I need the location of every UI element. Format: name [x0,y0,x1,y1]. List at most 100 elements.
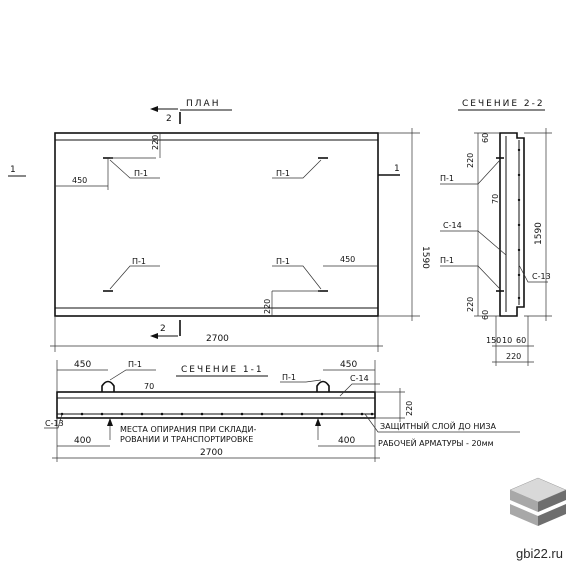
cut-2-top-arrowhead [150,106,158,112]
s11-leader-p1-left [109,369,156,381]
s22-dot [517,173,521,177]
s22-dim-220: 220 [506,352,521,361]
s11-dot [200,412,204,416]
logo-left-face [510,490,538,512]
s22-leader-p1-bottom [440,265,501,290]
s11-dot [280,412,284,416]
section-1-1: СЕЧЕНИЕ 1-1 [44,360,520,462]
s22-rebar-dots [517,148,521,300]
s11-slab [56,391,376,419]
s22-dot [517,198,521,202]
s22-dot [517,148,521,152]
s22-label-p1-top: П-1 [440,174,454,183]
s22-dim-60-bottom: 60 [481,310,490,320]
s11-leader-c14 [339,383,380,397]
watermark: gbi22.ru [516,546,563,561]
s11-label-p1-right: П-1 [282,373,296,382]
s22-dot [517,273,521,277]
s11-dot [340,412,344,416]
s22-dim-1590: 1590 [534,222,544,245]
s11-note-support: МЕСТА ОПИРАНИЯ ПРИ СКЛАДИ- [120,425,256,434]
s11-label-c14: С-14 [350,374,369,383]
s11-loop-right [316,380,330,392]
s11-dot [100,412,104,416]
s22-dim-150: 150 [486,336,501,345]
dim-plan-1590: 1590 [420,246,430,269]
s11-support-right-arrow [315,418,321,426]
s22-dot [517,223,521,227]
section-2-2: СЕЧЕНИЕ 2-2 П-1 С-14 П-1 С-13 22 [440,99,552,366]
s22-leader-c13 [518,264,548,283]
s22-leader-c14 [440,230,507,256]
s11-note-support-2: РОВАНИИ И ТРАНСПОРТИРОВКЕ [120,435,253,444]
s11-leader-p1-right [280,379,322,383]
s11-support-left-arrow [107,418,113,426]
leader-p1-a [109,159,160,179]
label-p1-d: П-1 [276,257,290,266]
s22-outline [499,132,525,317]
logo-left-face-2 [510,504,538,526]
s22-label-c13: С-13 [532,272,551,281]
s11-leader-c13 [44,413,63,429]
s11-dim-2700: 2700 [200,448,223,458]
s22-dim-220-top: 220 [466,153,475,168]
s11-leader-cover [364,413,520,433]
brand-logo [509,477,567,526]
s11-dim-220: 220 [405,401,414,416]
s22-dim-220-bottom: 220 [466,297,475,312]
cut-2-bottom-arrowhead [150,333,158,339]
label-p1-b: П-1 [276,169,290,178]
section-22-title: СЕЧЕНИЕ 2-2 [462,99,545,109]
dim-plan-220-top: 220 [151,135,160,150]
dim-plan-2700: 2700 [206,334,229,344]
logo-right-face [538,490,566,512]
cut-2-bottom-label: 2 [160,324,166,334]
s22-dim-10: 10 [502,336,512,345]
s11-dot [260,412,264,416]
s11-note-cover: ЗАЩИТНЫЙ СЛОЙ ДО НИЗА [380,420,496,431]
cut-1-right-label: 1 [394,164,400,174]
s22-dot [517,248,521,252]
plan-title: ПЛАН [186,99,220,109]
plan-outline [54,132,379,317]
cut-2-top-label: 2 [166,114,172,124]
logo-right-face-2 [538,504,566,526]
plan-view: ПЛАН 2 2 1 1 П-1 П-1 П-1 П-1 220 [8,99,430,352]
s11-dot [360,412,364,416]
s11-loop-left [101,380,115,392]
s11-dot [140,412,144,416]
s11-dim-400-right: 400 [338,436,355,446]
dim-plan-450-right: 450 [340,255,355,264]
s22-dim-60b: 60 [516,336,526,345]
s11-dot [120,412,124,416]
s11-dot [220,412,224,416]
section-11-title: СЕЧЕНИЕ 1-1 [181,365,264,375]
dim-plan-450-left: 450 [72,176,87,185]
s11-dot [180,412,184,416]
s22-dot [517,296,521,300]
label-p1-a: П-1 [134,169,148,178]
s11-label-c13: С-13 [45,419,64,428]
s11-dot [240,412,244,416]
s11-dot [80,412,84,416]
s11-dim-400-left: 400 [74,436,91,446]
leader-p1-b [272,159,322,179]
s11-dot [300,412,304,416]
s22-label-c14: С-14 [443,221,462,230]
leader-p1-d [272,265,322,290]
s11-note-cover-2: РАБОЧЕЙ АРМАТУРЫ - 20мм [378,437,494,448]
s22-dim-70: 70 [491,194,500,204]
label-p1-c: П-1 [132,257,146,266]
s11-dot [160,412,164,416]
s11-dim-70: 70 [144,382,154,391]
s22-label-p1-bottom: П-1 [440,256,454,265]
s11-label-p1-left: П-1 [128,360,142,369]
s11-dim-450-right: 450 [340,360,357,370]
s22-dim-60-top: 60 [481,133,490,143]
s11-dot [320,412,324,416]
s11-dot [370,412,374,416]
view-mark-1: 1 [10,165,16,175]
dim-plan-220-bottom: 220 [263,299,272,314]
leader-p1-c [109,265,160,290]
